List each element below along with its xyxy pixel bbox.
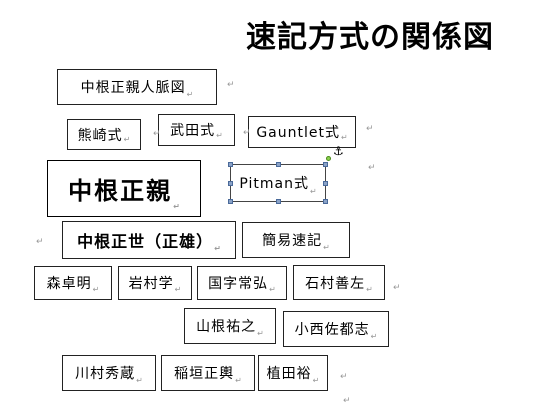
box-label: 石村善左 (305, 275, 366, 292)
paragraph-mark-icon: ↵ (269, 285, 276, 294)
box-ueda[interactable]: 植田裕↵ (258, 355, 328, 391)
paragraph-mark-icon: ↵ (309, 187, 317, 196)
rotate-handle[interactable] (326, 156, 331, 161)
box-label: 稲垣正輿 (174, 366, 235, 382)
box-label: 植田裕 (266, 366, 312, 382)
paragraph-mark-icon: ↵ (368, 163, 376, 173)
resize-handle-sw[interactable] (228, 199, 233, 204)
paragraph-mark-icon: ↵ (153, 129, 161, 139)
paragraph-mark-icon: ↵ (323, 243, 330, 252)
box-label: 岩村学 (128, 276, 174, 292)
box-label: 中根正世（正雄） (77, 232, 214, 251)
box-jinmyaku[interactable]: 中根正親人脈図↵ (57, 69, 217, 105)
box-label: 森卓明 (46, 276, 92, 292)
resize-handle-nw[interactable] (228, 162, 233, 167)
box-yamane[interactable]: 山根祐之↵ (184, 308, 276, 344)
paragraph-mark-icon: ↵ (312, 376, 320, 385)
box-gauntlet[interactable]: Gauntlet式↵ (248, 116, 356, 148)
paragraph-mark-icon: ↵ (366, 285, 373, 294)
paragraph-mark-icon: ↵ (235, 376, 242, 385)
paragraph-mark-icon: ↵ (340, 372, 348, 382)
box-pitman[interactable]: Pitman式↵ (230, 164, 326, 202)
resize-handle-se[interactable] (323, 199, 328, 204)
paragraph-mark-icon: ↵ (186, 90, 194, 99)
paragraph-mark-icon: ↵ (173, 202, 180, 211)
box-label: 川村秀蔵 (75, 366, 136, 382)
box-kan-i[interactable]: 簡易速記↵ (242, 222, 350, 258)
paragraph-mark-icon: ↵ (343, 396, 351, 406)
paragraph-mark-icon: ↵ (243, 128, 251, 138)
resize-handle-e[interactable] (323, 181, 328, 186)
box-kumazaki[interactable]: 熊崎式↵ (67, 119, 141, 150)
box-label: 武田式 (170, 123, 216, 139)
paragraph-mark-icon: ↵ (340, 133, 348, 142)
box-label: 中根正親人脈図 (80, 80, 186, 96)
paragraph-mark-icon: ↵ (214, 244, 221, 253)
box-label: Pitman式 (239, 176, 309, 192)
box-label: 国字常弘 (208, 276, 269, 292)
box-mori[interactable]: 森卓明↵ (34, 266, 112, 300)
resize-handle-w[interactable] (228, 181, 233, 186)
paragraph-mark-icon: ↵ (216, 131, 223, 140)
resize-handle-s[interactable] (276, 199, 281, 204)
resize-handle-ne[interactable] (323, 162, 328, 167)
box-kawamura[interactable]: 川村秀蔵↵ (62, 355, 156, 391)
paragraph-mark-icon: ↵ (123, 135, 131, 144)
paragraph-mark-icon: ↵ (366, 124, 374, 134)
box-label: 小西佐都志 (294, 322, 370, 338)
diagram-title: 速記方式の関係図 (246, 20, 494, 55)
box-label: Gauntlet式 (256, 125, 340, 141)
box-kokuji[interactable]: 国字常弘↵ (197, 266, 287, 300)
anchor-icon: ⚓ (333, 144, 344, 158)
paragraph-mark-icon: ↵ (36, 237, 44, 247)
box-takeda[interactable]: 武田式↵ (158, 114, 235, 146)
box-konishi[interactable]: 小西佐都志↵ (283, 311, 389, 347)
paragraph-mark-icon: ↵ (92, 285, 100, 294)
paragraph-mark-icon: ↵ (257, 329, 264, 338)
box-label: 中根正親 (68, 177, 173, 205)
box-nakane-masachika[interactable]: 中根正親↵ (47, 160, 201, 217)
box-iwamura[interactable]: 岩村学↵ (118, 266, 192, 300)
box-inagaki[interactable]: 稲垣正輿↵ (161, 355, 255, 391)
box-label: 熊崎式 (77, 127, 123, 144)
resize-handle-n[interactable] (276, 162, 281, 167)
box-nakane-masayo[interactable]: 中根正世（正雄）↵ (62, 221, 236, 259)
box-label: 簡易速記 (262, 233, 323, 249)
paragraph-mark-icon: ↵ (174, 285, 182, 294)
box-label: 山根祐之 (196, 319, 257, 335)
paragraph-mark-icon: ↵ (370, 332, 378, 341)
paragraph-mark-icon: ↵ (227, 80, 235, 90)
paragraph-mark-icon: ↵ (136, 376, 143, 385)
box-ishimura[interactable]: 石村善左↵ (293, 265, 385, 300)
paragraph-mark-icon: ↵ (393, 283, 401, 293)
